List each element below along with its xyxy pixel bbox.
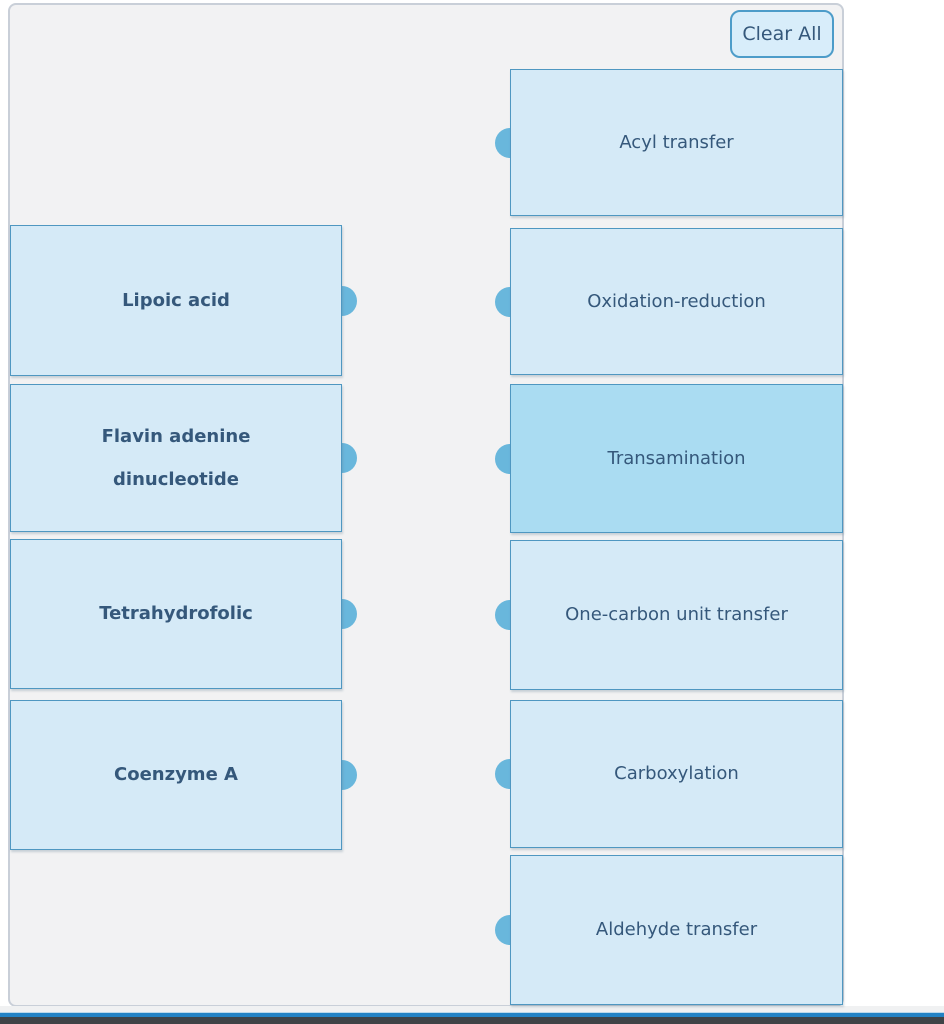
match-item-label: Tetrahydrofolic [99,603,253,625]
match-target-aldehyde-transfer[interactable]: Aldehyde transfer [510,855,843,1005]
footer-bar [0,1006,944,1024]
match-item-label: Flavin adenine dinucleotide [101,425,251,490]
footer-blue-divider [0,1012,944,1017]
match-target-label: Aldehyde transfer [595,919,758,941]
match-item-lipoic-acid[interactable]: Lipoic acid [10,225,342,376]
match-target-oxidation-reduction[interactable]: Oxidation-reduction [510,228,843,375]
clear-all-button[interactable]: Clear All [730,10,834,58]
match-target-label: Transamination [607,447,746,469]
match-target-label: Oxidation-reduction [587,290,766,312]
match-target-label: One-carbon unit transfer [565,604,788,626]
match-item-flavin-adenine-dinucleotide[interactable]: Flavin adenine dinucleotide [10,384,342,532]
match-item-coenzyme-a[interactable]: Coenzyme A [10,700,342,850]
match-item-tetrahydrofolic[interactable]: Tetrahydrofolic [10,539,342,689]
match-item-label: Coenzyme A [114,764,238,786]
match-target-carboxylation[interactable]: Carboxylation [510,700,843,848]
match-target-label: Carboxylation [614,763,739,785]
footer-gray-strip [0,1006,944,1012]
match-target-one-carbon-unit-transfer[interactable]: One-carbon unit transfer [510,540,843,690]
match-target-acyl-transfer[interactable]: Acyl transfer [510,69,843,216]
footer-dark-bar [0,1017,944,1024]
match-item-label: Lipoic acid [122,289,230,311]
match-target-transamination[interactable]: Transamination [510,384,843,533]
match-target-label: Acyl transfer [619,131,734,153]
